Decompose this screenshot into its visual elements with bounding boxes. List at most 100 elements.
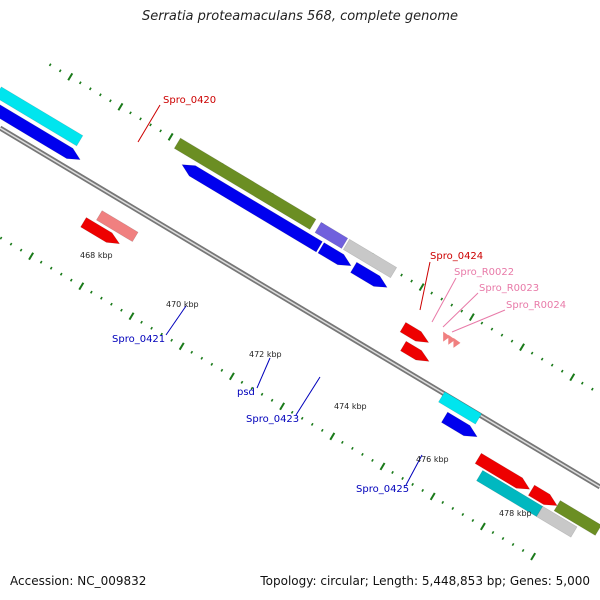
accession-text: Accession: NC_009832 [10,574,147,588]
tick-mark [400,273,403,277]
tick-mark [410,279,413,283]
gene-label-spro-r0023[interactable]: Spro_R0023 [479,283,539,294]
tick-label: 468 kbp [80,251,113,260]
tick-mark [440,297,444,301]
tick-mark [170,338,174,342]
tick-mark [550,363,554,367]
tick-mark [48,63,52,67]
tick-mark [351,446,354,450]
tick-mark [460,309,464,313]
tick-mark [501,536,505,541]
tick-mark [371,458,374,462]
gene-spro-0423[interactable] [342,238,398,279]
tick-mark [471,518,475,523]
tick-mark [139,117,142,121]
tick-mark [391,470,394,474]
tick-mark [49,266,53,270]
gene-feature-olive[interactable] [173,137,317,230]
gene-spro-0421[interactable] [181,164,323,253]
gene-feature-red[interactable] [80,217,121,245]
tick-mark [78,81,82,85]
gene-label-spro-r0022[interactable]: Spro_R0022 [454,267,514,278]
tick-mark [39,260,43,264]
rna-feature-r0023[interactable] [448,334,456,345]
gene-spro-0425[interactable] [441,411,478,438]
tick-mark [379,462,386,471]
tick-mark [160,332,163,336]
rna-feature-r0022[interactable] [443,331,451,342]
gene-feature-cyan[interactable] [438,391,482,425]
tick-mark [450,303,454,307]
gene-label-psd[interactable]: psd [237,387,255,398]
gene-psd[interactable] [314,221,349,249]
tick-mark [250,386,254,390]
tick-mark [510,339,514,343]
tick-mark [100,296,103,300]
tick-mark [361,452,364,456]
gene-spro-0424[interactable] [400,340,430,362]
tick-mark [159,129,162,133]
map-title: Serratia proteamaculans 568, complete ge… [141,9,459,24]
tick-mark [300,416,304,420]
tick-mark [401,476,404,480]
tick-mark [99,93,102,97]
gene-label-spro-0421[interactable]: Spro_0421 [112,334,165,345]
tick-mark [468,313,475,322]
gene-feature-cyan[interactable] [0,86,84,147]
gene-feature-blue[interactable] [317,242,352,267]
tick-mark [429,492,436,501]
rna-feature-r0024[interactable] [453,337,461,348]
tick-mark [128,312,135,321]
tick-mark [200,356,204,360]
tick-mark [480,522,486,531]
gene-feature-red[interactable] [399,321,430,343]
tick-mark [290,410,294,414]
tick-mark [560,369,564,373]
gene-feature-red[interactable] [474,452,531,490]
tick-mark [129,111,132,115]
tick-mark [430,291,434,295]
tick-mark [279,402,286,411]
tick-mark [569,373,576,382]
tick-mark [140,320,143,324]
gene-feature-blue[interactable] [350,261,388,288]
gene-label-spro-0425[interactable]: Spro_0425 [356,484,409,495]
tick-mark [59,272,63,276]
gene-spro-0420[interactable] [95,210,139,243]
tick-mark [260,392,264,396]
tick-mark [167,132,174,141]
gene-feature-blue[interactable] [0,101,81,160]
tick-label: 472 kbp [249,350,282,359]
tick-label: 474 kbp [334,402,367,411]
tick-label: 470 kbp [166,300,199,309]
gene-feature-gray[interactable] [536,505,578,538]
tick-mark [149,123,152,127]
gene-label-spro-0423[interactable]: Spro_0423 [246,414,299,425]
gene-label-spro-0424[interactable]: Spro_0424 [430,251,483,262]
tick-mark [310,422,314,426]
tick-label: 478 kbp [499,509,532,518]
tick-mark [67,72,74,81]
tick-mark [521,548,525,553]
gene-label-spro-0420[interactable]: Spro_0420 [163,95,216,106]
tick-mark [491,530,495,535]
tick-mark [530,351,534,355]
tick-mark [519,343,525,352]
genome-backbone [0,125,600,490]
tick-mark [451,506,455,510]
tick-mark [229,372,235,381]
tick-mark [418,283,425,292]
gene-feature-red[interactable] [527,484,558,506]
tick-mark [110,302,113,306]
tick-mark [0,236,3,240]
tick-mark [178,342,185,351]
genome-summary-text: Topology: circular; Length: 5,448,853 bp… [260,574,590,588]
tick-mark [89,290,93,294]
gene-feature-olive[interactable] [553,500,600,536]
tick-label: 476 kbp [416,455,449,464]
tick-mark [540,357,544,361]
tick-mark [421,488,425,492]
gene-label-spro-r0024[interactable]: Spro_R0024 [506,300,566,311]
tick-mark [441,500,445,504]
